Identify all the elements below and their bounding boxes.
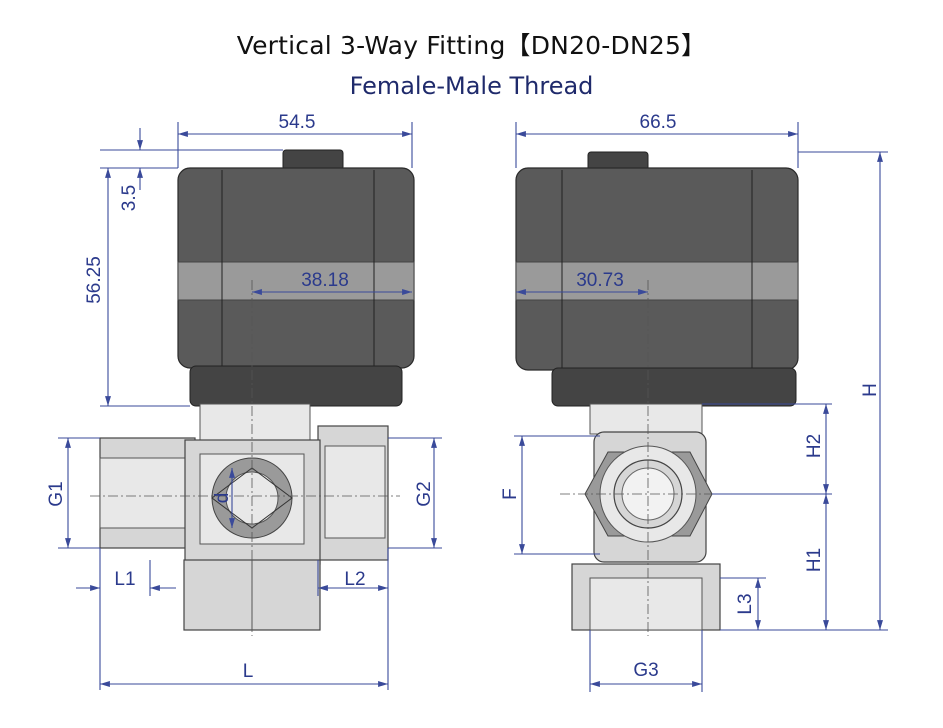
left-knob [282,149,344,171]
right-width-label: 66.5 [640,112,677,133]
right-g3-label: G3 [633,660,658,681]
left-offset-label: 38.18 [301,270,349,291]
right-offset-label: 30.73 [576,270,624,291]
left-d-label: d [212,493,233,504]
left-g1-label: G1 [46,481,67,506]
left-actuator [177,149,415,407]
right-actuator-band [515,261,799,301]
left-l-label: L [243,661,254,682]
left-top-gap-label: 3.5 [119,185,140,211]
page-title: Vertical 3-Way Fitting【DN20-DN25】 [236,31,707,60]
right-valve-body [571,403,721,631]
left-width-label: 54.5 [279,112,316,133]
left-valve-body [99,403,389,631]
left-height-label: 56.25 [84,256,105,304]
right-actuator [515,151,799,407]
left-view: 54.5 3.5 56.25 38.18 G1 G2 d L1 [46,112,442,690]
left-actuator-base [189,365,403,407]
left-g2-label: G2 [414,481,435,506]
right-h-label: H [860,383,881,397]
left-l2-label: L2 [344,569,365,590]
page-subtitle: Female-Male Thread [349,72,594,100]
right-l3-label: L3 [735,593,756,614]
left-l1-label: L1 [114,569,135,590]
right-h1-label: H1 [804,548,825,572]
right-f-label: F [500,488,521,500]
right-h2-label: H2 [804,434,825,458]
left-actuator-band [177,261,415,301]
right-actuator-base [551,367,797,407]
right-view: 66.5 30.73 H H2 H1 F L3 G3 [500,112,888,692]
